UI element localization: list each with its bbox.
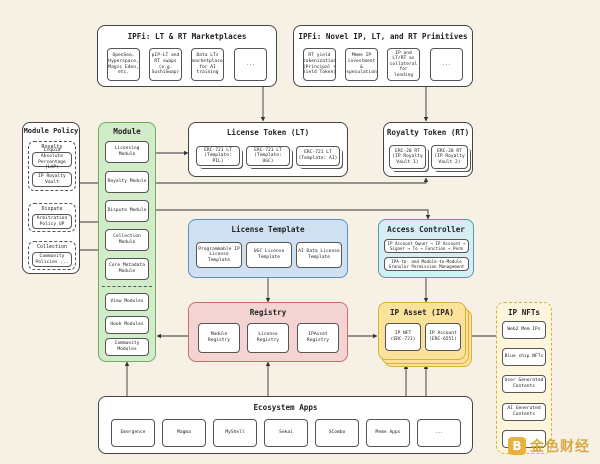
policy-item: Arbitration Policy UP	[32, 214, 72, 229]
template-item: Programmable IP License Template	[196, 242, 242, 268]
module-title: Module	[113, 127, 141, 136]
arrow-royalty-to-rt	[156, 177, 429, 184]
lt-item: ERC-721 LT (Template: UGC)	[246, 146, 290, 166]
ipfi-novel-box: IPFi: Novel IP, LT, and RT Primitives RT…	[293, 25, 473, 87]
eco-app-item: Meme Apps	[366, 419, 410, 447]
eco-app-item: Sekai	[264, 419, 308, 447]
watermark-text: 金色财经	[530, 439, 590, 455]
registry-item: Module Registry	[198, 323, 240, 353]
royalty-token-box: Royalty Token (RT) ERC-20 RT (IP Royalty…	[383, 122, 473, 177]
lt-item: ERC-721 LT (Template: AI)	[296, 146, 340, 166]
license-token-title: License Token (LT)	[226, 128, 310, 137]
ipfi-marketplaces-title: IPFi: LT & RT Marketplaces	[127, 32, 247, 41]
registry-item: License Registry	[247, 323, 289, 353]
registry-box: Registry Module Registry License Registr…	[188, 302, 348, 362]
arrow-module-access	[156, 209, 431, 220]
policy-item: Community Policies ...	[32, 252, 72, 267]
module-policy-title: Module Policy	[23, 127, 79, 135]
module-divider	[102, 286, 152, 287]
access-controller-box: Access Controller IP Account Owner → IP …	[378, 219, 474, 278]
ip-asset-box: IP Asset (IPA) IP NFT (ERC-721) IP Accou…	[378, 302, 466, 360]
ecosystem-apps-box: Ecosystem Apps Emergence Magma MyShell S…	[98, 396, 473, 454]
policy-item: Liquid Absolute Percentage (LAP)	[32, 148, 72, 170]
rt-item: ERC-20 RT (IP Royalty Vault 2)	[431, 145, 468, 169]
marketplace-item: pIP-LT and RT swaps (e.g. SushiSwap)	[149, 48, 182, 81]
template-item: AI Data License Template	[296, 242, 342, 268]
policy-group-collection: Collection Community Policies ...	[28, 241, 76, 270]
access-item: IP Account Owner → IP Account → Signer →…	[384, 239, 469, 253]
eco-app-item: ...	[417, 419, 461, 447]
access-controller-title: Access Controller	[387, 225, 465, 234]
module-item-view: View Modules	[105, 293, 149, 311]
royalty-token-title: Royalty Token (RT)	[386, 128, 470, 137]
license-template-box: License Template Programmable IP License…	[188, 219, 348, 278]
module-item-collection: Collection Module	[105, 229, 149, 251]
module-item-hook: Hook Modules	[105, 316, 149, 334]
module-policy-box: Module Policy Royalty Liquid Absolute Pe…	[22, 122, 80, 274]
ip-nfts-box: IP NFTs Web2 Mem IPs Blue chip NFTs User…	[496, 302, 552, 454]
watermark-logo: B 金色财经	[508, 436, 590, 456]
primitive-item: RT yield tokenization (Principal + Yield…	[303, 48, 336, 81]
nft-item: Blue chip NFTs	[502, 348, 546, 366]
module-item-licensing: Licensing Module	[105, 141, 149, 163]
primitive-item: Meme IP investment & speculation	[345, 48, 378, 81]
ecosystem-title: Ecosystem Apps	[253, 403, 318, 412]
access-item: IPA-to- and Module-to-Module Granular Pe…	[384, 257, 469, 271]
marketplace-item: Data LTs marketplace for AI training	[191, 48, 224, 81]
rt-item: ERC-20 RT (IP Royalty Vault 1)	[389, 145, 426, 169]
marketplace-item: ...	[234, 48, 267, 81]
lt-item: ERC-721 LT (Template: PIL)	[196, 146, 240, 166]
eco-app-item: Magma	[162, 419, 206, 447]
ip-nfts-title: IP NFTs	[507, 308, 540, 317]
policy-group-label: Dispute	[41, 206, 63, 212]
ip-asset-title: IP Asset (IPA)	[389, 308, 454, 317]
primitive-item: ...	[430, 48, 463, 81]
registry-item: IPAsset Registry	[297, 323, 339, 353]
license-template-title: License Template	[231, 225, 305, 234]
logo-icon: B	[508, 437, 526, 455]
eco-app-item: MyShell	[213, 419, 257, 447]
template-item: UGC License Template	[246, 242, 292, 268]
ipfi-novel-title: IPFi: Novel IP, LT, and RT Primitives	[298, 32, 468, 41]
nft-item: User Generated Contents	[502, 375, 546, 393]
policy-group-royalty: Royalty Liquid Absolute Percentage (LAP)…	[28, 141, 76, 191]
ipa-item: IP Account (ERC-6551)	[425, 323, 461, 351]
module-item-royalty: Royalty Module	[105, 171, 149, 193]
module-item-dispute: Dispute Module	[105, 200, 149, 222]
policy-item: IP Royalty Vault	[32, 172, 72, 187]
ipa-item: IP NFT (ERC-721)	[385, 323, 421, 351]
license-token-box: License Token (LT) ERC-721 LT (Template:…	[188, 122, 348, 177]
module-item-core-metadata: Core Metadata Module	[105, 258, 149, 280]
module-item-community: Community Modules	[105, 338, 149, 356]
module-box: Module Licensing Module Royalty Module D…	[98, 122, 156, 362]
ipfi-marketplaces-box: IPFi: LT & RT Marketplaces OpenSea, Hype…	[97, 25, 277, 87]
nft-item: Web2 Mem IPs	[502, 321, 546, 339]
policy-group-label: Royalty	[41, 144, 63, 150]
registry-title: Registry	[249, 308, 287, 317]
primitive-item: IP and LT/RT as collateral for lending	[387, 48, 420, 81]
eco-app-item: SCombo	[315, 419, 359, 447]
marketplace-item: OpenSea, Hyperspace, Magic Eden, etc.	[107, 48, 140, 81]
policy-group-label: Collection	[36, 244, 68, 250]
policy-group-dispute: Dispute Arbitration Policy UP	[28, 203, 76, 232]
eco-app-item: Emergence	[111, 419, 155, 447]
nft-item: AI Generated Contents	[502, 403, 546, 421]
